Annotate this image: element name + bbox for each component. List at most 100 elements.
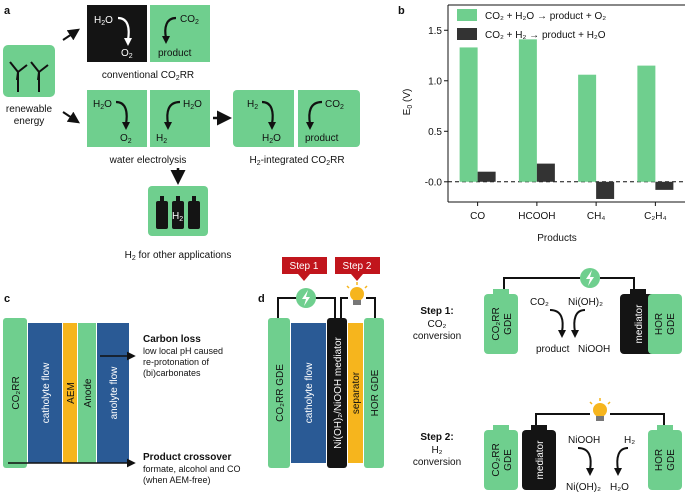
light-bulb-icon <box>346 282 368 305</box>
s2-out-left: Ni(OH)₂ <box>566 482 601 493</box>
d-co2rr-gde <box>268 318 290 468</box>
d-hor-gde <box>364 318 384 468</box>
step-1-tag-label: Step 1 <box>290 261 319 272</box>
s2-right-arrow <box>616 447 629 471</box>
carbon-loss-line-1: low local pH caused <box>143 346 223 356</box>
conv-cathode-arrow <box>164 16 177 39</box>
s1-gde-left-2: GDE <box>503 313 514 335</box>
s2-co2rr-gde-cap <box>493 425 509 431</box>
s2-mediator-cap <box>531 425 547 431</box>
s1-co2rr-gde-cap <box>493 289 509 295</box>
conv-anode-arrowhead <box>124 38 132 46</box>
hi-right-arrow <box>308 100 323 125</box>
carbon-loss-line-3: (bi)carbonates <box>143 368 201 378</box>
anolyte-flow-label: anolyte flow <box>109 366 120 420</box>
h2-other-applications-label: H2 for other applications <box>125 250 232 262</box>
s2-left-arrowhead <box>586 468 594 476</box>
conv-product-label: product <box>158 48 192 59</box>
panel-b: b CO₂ + H₂O → product + O₂ CO₂ + H₂ → pr… <box>398 4 685 244</box>
d-wire-mid-left <box>315 297 336 318</box>
anode-layer <box>78 323 96 463</box>
conv-h2o-label: H2O <box>94 15 113 27</box>
co2rr-electrode <box>3 318 27 468</box>
hi-h2-label: H2 <box>247 99 258 111</box>
s2-wire-right <box>610 413 665 432</box>
s2-mediator <box>522 430 556 490</box>
lightning-bolt-icon <box>302 290 310 306</box>
s2-hor-gde <box>648 430 682 490</box>
s2-light-bulb-icon <box>589 398 611 421</box>
d-co2rr-gde-label: CO₂RR GDE <box>275 364 286 422</box>
s1-lightning-icon <box>586 270 594 286</box>
legend-swatch-1 <box>457 9 477 21</box>
s2-right-arrowhead <box>614 468 622 476</box>
we-cathode-arrowhead <box>164 122 172 130</box>
y-tick-label: 1.0 <box>428 76 442 87</box>
bars <box>459 39 674 199</box>
co2rr-electrode-label: CO₂RR <box>11 376 22 409</box>
d-mediator-layer <box>327 318 347 468</box>
conv-o2-label: O2 <box>121 48 133 60</box>
renewable-label-2: energy <box>14 116 45 127</box>
d-mediator-label: Ni(OH)₂/NiOOH mediator <box>333 336 344 448</box>
carbon-loss-line-2: re-protonation of <box>143 357 210 367</box>
s2-out-right: H₂O <box>610 482 629 493</box>
hi-h2o-label: H2O <box>262 133 281 145</box>
d-wire-left <box>277 297 297 318</box>
anolyte-flow-channel <box>97 323 129 463</box>
s1-gde-right-2: GDE <box>666 313 677 335</box>
s1-out-right: NiOOH <box>578 344 610 355</box>
s2-gde-left-2: GDE <box>503 449 514 471</box>
we-h2o-label: H2O <box>93 99 112 111</box>
panel-a: a renewable energy H2O O2 CO2 product co… <box>3 5 360 262</box>
aem-membrane <box>63 323 77 463</box>
bar-h2o-1 <box>518 39 537 182</box>
electrolysis-anode-box <box>87 90 147 147</box>
step-1-tag-pointer <box>298 274 310 281</box>
wind-turbine-icon <box>9 61 49 92</box>
legend-label-1: CO₂ + H₂O → product + O₂ <box>485 11 606 22</box>
s2-gde-left-1: CO₂RR <box>491 443 502 476</box>
conv-co2-label: CO2 <box>180 14 199 26</box>
catholyte-flow-label: catholyte flow <box>41 362 52 423</box>
step-1-tag <box>282 257 327 274</box>
d-separator <box>348 323 363 463</box>
hi-left-arrow <box>261 100 274 125</box>
step-1-sub-1: CO₂ <box>428 319 447 330</box>
y-tick-label: -0.0 <box>425 177 443 188</box>
panel-d-letter: d <box>258 293 265 305</box>
conventional-cathode-box <box>150 5 210 62</box>
s1-right-arrowhead <box>571 330 579 338</box>
x-tick-label: CH₄ <box>587 211 606 222</box>
aem-label: AEM <box>66 382 77 404</box>
conventional-co2rr-label: conventional CO2RR <box>102 70 194 82</box>
d-wire-mid-right <box>340 297 348 318</box>
s1-in-right: Ni(OH)₂ <box>568 297 603 308</box>
step-2-sub-1: H₂ <box>431 445 442 456</box>
s2-hor-gde-cap <box>657 425 673 431</box>
s2-gde-right-2: GDE <box>666 449 677 471</box>
h2-integrated-label: H2-integrated CO2RR <box>249 155 344 167</box>
panel-c: c CO₂RR catholyte flow AEM Anode anolyte… <box>3 293 241 485</box>
conv-anode-arrow <box>117 16 130 41</box>
we-h2-label: H2 <box>156 133 167 145</box>
x-axis-label: Products <box>537 233 576 244</box>
y-ticks: -0.00.51.01.5 <box>425 26 448 188</box>
s2-co2rr-gde <box>484 430 518 490</box>
gas-tank-icon <box>156 196 200 229</box>
step-2-tag-label: Step 2 <box>343 261 372 272</box>
s2-in-left: NiOOH <box>568 435 600 446</box>
we-cathode-arrow <box>166 100 181 125</box>
y-axis-label: E0 (V) <box>402 89 414 116</box>
conv-cathode-arrowhead <box>162 36 170 44</box>
crossover-line-2: (when AEM-free) <box>143 475 211 485</box>
d-hor-gde-label: HOR GDE <box>370 369 381 416</box>
s1-out-left: product <box>536 344 570 355</box>
s1-mediator-cap <box>630 289 646 295</box>
step-2-title: Step 2: <box>420 432 453 443</box>
arrow-to-electrolysis <box>62 111 80 124</box>
s1-in-left: CO₂ <box>530 297 549 308</box>
s1-right-arrow <box>573 309 586 333</box>
s1-left-arrowhead <box>558 330 566 338</box>
